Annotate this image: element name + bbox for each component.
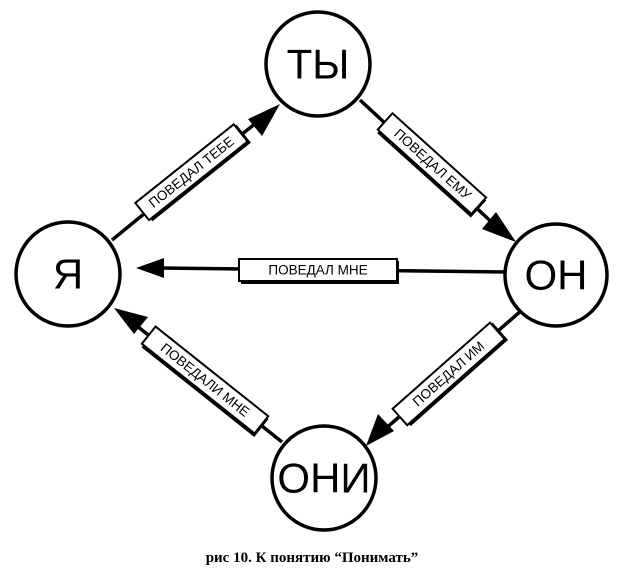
edge-on-oni-arrowhead [366,414,394,446]
node-ya-circle [14,220,122,328]
node-ty-circle [264,10,372,118]
edge-ya-ty: ПОВЕДАЛ ТЕБЕ [110,104,280,242]
edge-on-ya-arrowhead [136,258,164,278]
edge-ty-on-arrowhead [482,212,516,242]
node-oni-label: ОНИ [277,455,370,502]
node-ty: ТЫ [264,10,372,118]
edge-on-ya: ПОВЕДАЛ МНЕ [136,258,508,284]
node-ya-label: Я [53,251,83,298]
node-on-circle [503,222,609,328]
edge-ty-on-label: ПОВЕДАЛ ЕМУ [391,126,474,203]
edge-ty-on: ПОВЕДАЛ ЕМУ [358,98,516,242]
edge-on-ya-label: ПОВЕДАЛ МНЕ [268,263,367,278]
edge-ty-on-label-box [376,111,488,216]
edge-on-ya-label-box [238,258,398,282]
edge-on-oni-label-box [391,321,506,427]
edge-on-oni: ПОВЕДАЛ ИМ [366,308,524,446]
node-oni: ОНИ [270,424,378,532]
node-on-label: ОН [525,252,588,299]
edge-ya-ty-arrowhead [248,104,280,136]
edge-oni-ya-label: ПОВЕДАЛИ МНЕ [158,340,253,420]
node-ty-label: ТЫ [287,41,350,88]
node-on: ОН [503,222,609,328]
node-ya: Я [14,220,122,328]
node-oni-circle [270,424,378,532]
communication-diagram: ПОВЕДАЛ ТЕБЕ ПОВЕДАЛ ЕМУ ПОВЕДАЛ МНЕ ПОВ… [14,10,609,532]
edge-ya-ty-label: ПОВЕДАЛ ТЕБЕ [146,134,237,211]
figure-caption: рис 10. К понятию “Понимать” [205,550,419,566]
edge-on-oni-label: ПОВЕДАЛ ИМ [410,338,488,409]
edge-oni-ya-arrowhead [114,308,148,334]
edge-oni-ya-label-box [140,325,270,435]
edge-ya-ty-label-box [133,122,249,222]
edge-oni-ya: ПОВЕДАЛИ МНЕ [114,308,284,444]
